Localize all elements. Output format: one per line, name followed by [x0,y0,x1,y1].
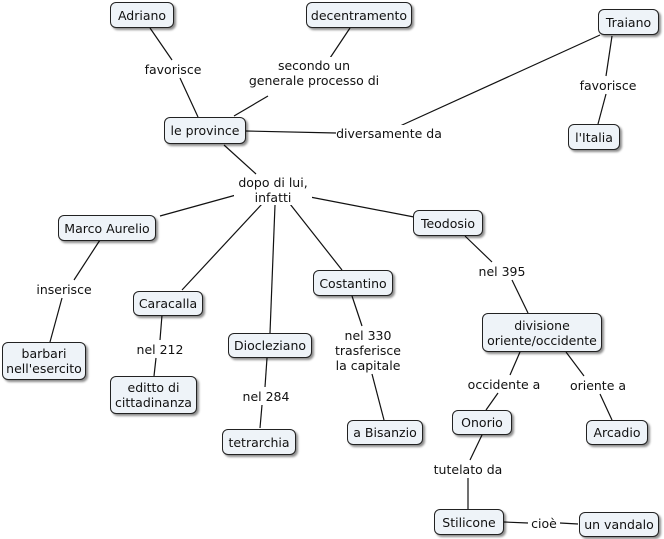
node-traiano[interactable]: Traiano [598,9,659,35]
link-label-nel284: nel 284 [240,388,292,404]
link-label-tutelato: tutelato da [432,461,504,477]
link-label-cioe: cioè [528,515,560,531]
line-nel212-editto [153,357,157,377]
link-label-occidente: occidente a [466,376,542,392]
node-divisione[interactable]: divisione oriente/occidente [482,313,602,352]
line-nel284-tetrarchia [259,404,263,429]
line-occidente-onorio [485,392,499,411]
node-teodosio[interactable]: Teodosio [413,210,483,236]
line-dopo-costantino [289,203,343,271]
line-inserisce-barbari [49,297,63,343]
link-label-inserisce: inserisce [34,281,94,297]
node-arcadio[interactable]: Arcadio [586,420,648,445]
link-label-secondo: secondo un generale processo di [248,57,380,89]
line-teodosio-nel395 [464,235,493,263]
line-diocleziano-nel284 [264,357,268,388]
line-marco-inserisce [73,239,101,281]
node-le-province[interactable]: le province [164,117,246,144]
node-stilicone[interactable]: Stilicone [434,509,504,535]
line-nel395-divisione [511,279,529,314]
node-bisanzio[interactable]: a Bisanzio [347,420,423,445]
node-barbari[interactable]: barbari nell'esercito [2,342,86,380]
line-decentramento-secondo [329,27,351,59]
node-diocleziano[interactable]: Diocleziano [228,333,312,358]
line-favorisce-italia [597,93,607,125]
node-adriano[interactable]: Adriano [110,2,174,28]
line-dopo-caracalla [181,203,263,291]
line-nel330-bisanzio [371,373,385,421]
line-dopo-teodosio [309,196,415,218]
link-label-nel212: nel 212 [134,341,186,357]
link-label-favorisce-adriano: favorisce [142,61,204,77]
line-traiano-favorisce [605,35,613,77]
line-caracalla-nel212 [159,314,163,341]
node-marco-aurelio[interactable]: Marco Aurelio [58,215,156,241]
node-costantino[interactable]: Costantino [313,270,393,296]
line-diversamente-traiano [399,34,601,127]
link-label-nel395: nel 395 [476,263,528,279]
line-oriente-arcadio [599,393,613,421]
line-dopo-marco [159,194,237,217]
node-editto[interactable]: editto di cittadinanza [110,376,197,414]
link-label-oriente: oriente a [566,377,630,393]
line-adriano-favorisce [149,27,173,61]
node-vandalo[interactable]: un vandalo [579,512,659,537]
node-decentramento[interactable]: decentramento [306,2,412,28]
link-label-dopo: dopo di lui, infatti [234,175,312,205]
line-costantino-nel330 [351,295,363,327]
link-label-diversamente: diversamente da [336,125,442,141]
node-tetrarchia[interactable]: tetrarchia [222,429,296,455]
node-caracalla[interactable]: Caracalla [133,291,203,316]
line-favorisce-province [179,77,199,118]
line-cioe-vandalo [559,522,579,525]
line-onorio-tutelato [469,434,483,461]
node-onorio[interactable]: Onorio [452,410,512,435]
line-stilicone-cioe [503,521,529,524]
link-label-nel330: nel 330 trasferisce la capitale [332,327,404,373]
line-province-diversamente [245,130,337,134]
line-divisione-occidente [509,351,521,376]
line-secondo-province [233,95,269,117]
line-province-dopo [223,144,257,175]
line-divisione-oriente [565,351,585,377]
line-dopo-diocleziano [269,204,276,334]
node-italia[interactable]: l'Italia [568,124,620,150]
link-label-favorisce-traiano: favorisce [577,77,639,93]
